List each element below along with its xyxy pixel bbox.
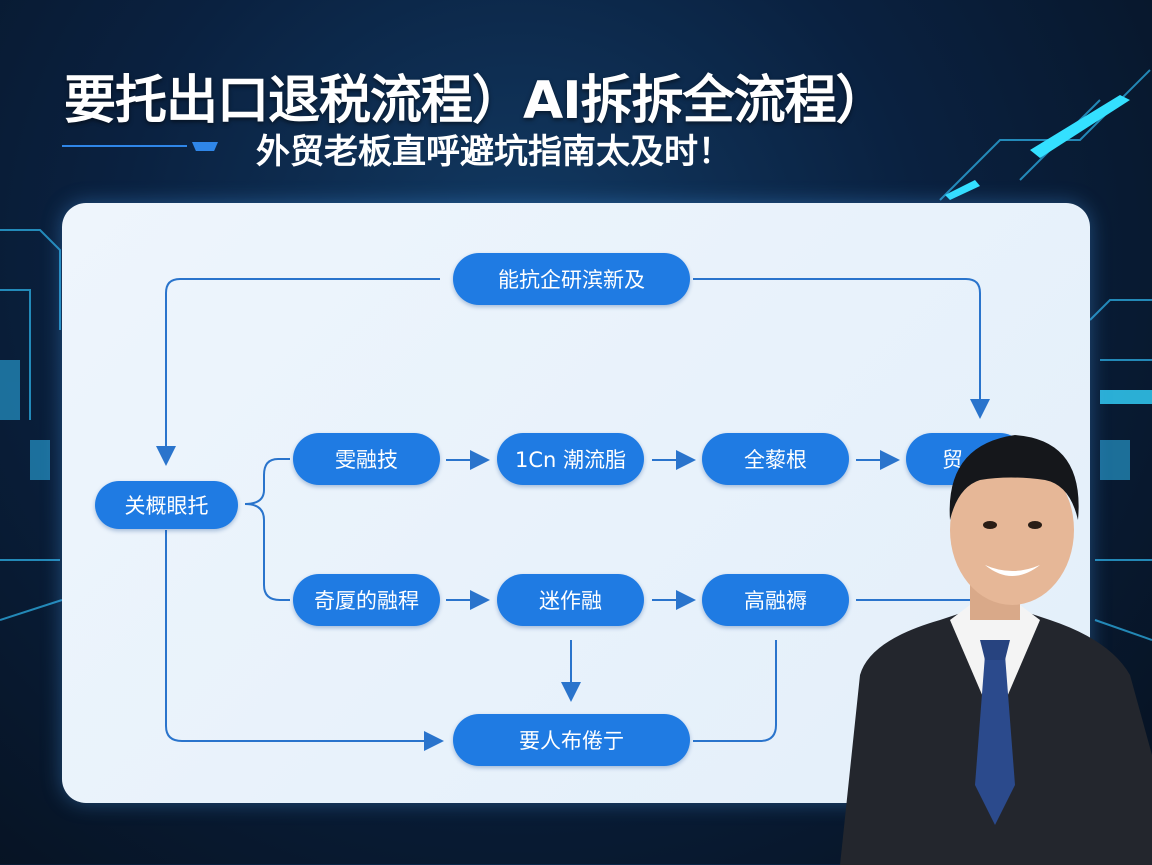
flow-node-bottom[interactable]: 要人布倦亍 — [453, 714, 690, 766]
flow-node-row2-3[interactable]: 高融褥 — [702, 574, 849, 626]
connector — [244, 458, 290, 505]
connector — [693, 278, 990, 419]
title-divider-tab — [192, 142, 218, 151]
connector — [693, 640, 777, 742]
flow-node-row1-1[interactable]: 雯融技 — [293, 433, 440, 485]
flow-node-row2-1[interactable]: 奇厦的融稈 — [293, 574, 440, 626]
subtitle: 外贸老板直呼避坑指南太及时！ — [256, 132, 732, 172]
flow-node-row2-2[interactable]: 迷作融 — [497, 574, 644, 626]
connector — [165, 530, 444, 751]
main-title: 要托出口退税流程）AI拆拆全流程） — [64, 71, 888, 131]
presenter-portrait — [840, 435, 1152, 865]
flow-node-row1-2[interactable]: 1Cn 潮流脂 — [497, 433, 644, 485]
title-divider — [62, 145, 187, 147]
flow-node-top[interactable]: 能抗企研滨新及 — [453, 253, 690, 305]
flow-node-row1-3[interactable]: 全藜根 — [702, 433, 849, 485]
flow-node-start[interactable]: 关概眼托 — [95, 481, 238, 529]
connector — [156, 278, 440, 466]
connector — [244, 503, 290, 601]
